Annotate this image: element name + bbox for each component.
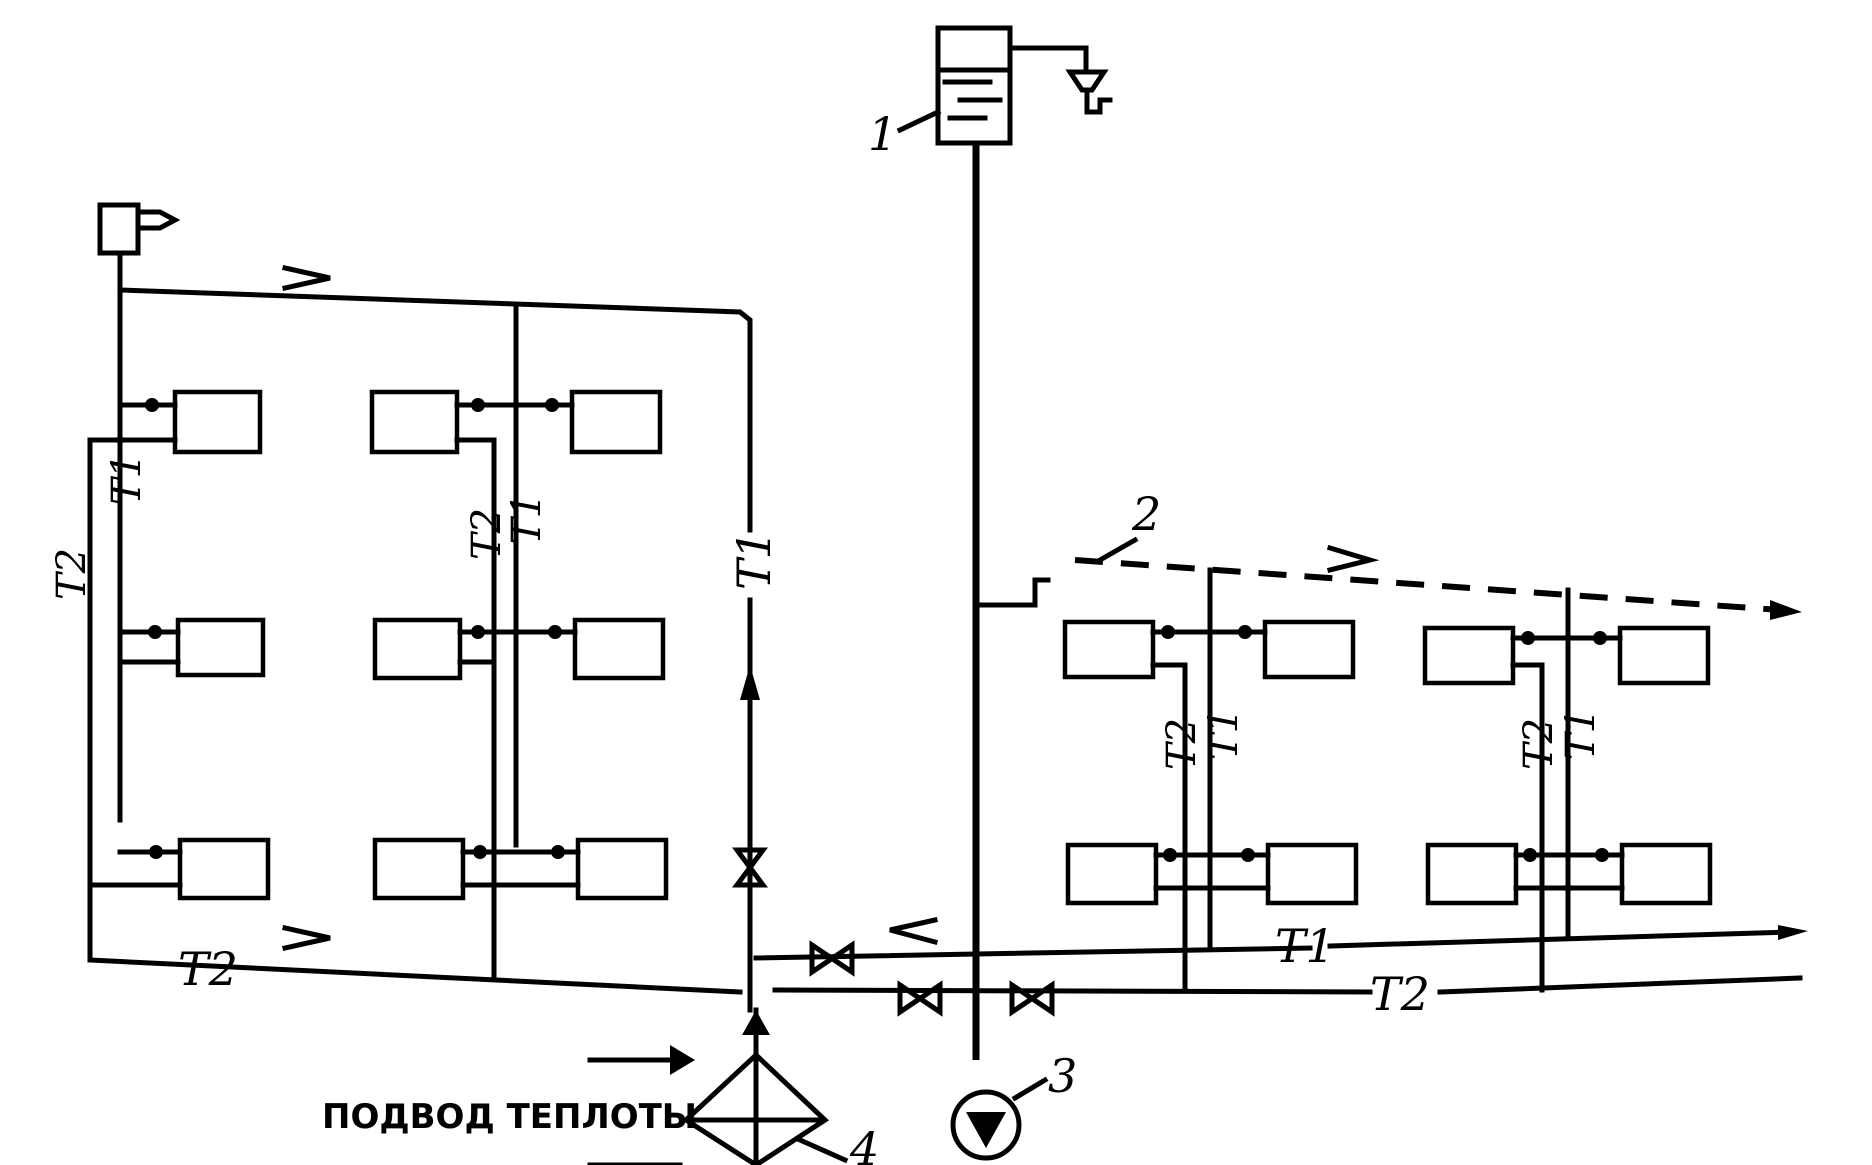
- right-riser-a-return-label: T2: [1159, 718, 1205, 770]
- radiator-icon: [1065, 842, 1159, 906]
- circulation-pump: [950, 1089, 1022, 1161]
- right-riser-b-return-label: T2: [1516, 718, 1562, 770]
- expansion-tank: [935, 25, 1113, 146]
- callout-4: 4: [849, 1122, 879, 1165]
- gate-valve-icon: [1009, 980, 1055, 1017]
- riser-supply-center-label: T1: [727, 530, 781, 590]
- radiator-icon: [172, 389, 263, 455]
- radiator-icon: [569, 389, 663, 455]
- left-air-vent: [97, 202, 181, 256]
- right-radiators: [1062, 619, 1713, 906]
- gate-valve-icon: [897, 980, 943, 1017]
- flow-direction-icon: [282, 265, 331, 291]
- radiator-icon: [572, 617, 666, 681]
- radiator-icon: [1265, 842, 1359, 906]
- left-return-main-label: T2: [178, 942, 238, 996]
- right-return-main-label: T2: [1370, 967, 1430, 1021]
- radiator-icon: [1422, 625, 1516, 686]
- center-riser-supply-label: T1: [504, 493, 550, 545]
- right-riser-b-supply-label: T1: [1558, 708, 1604, 760]
- heat-input-caption: ПОДВОД ТЕПЛОТЫ: [322, 1097, 697, 1137]
- left-radiators: [87, 389, 271, 901]
- radiator-icon: [575, 837, 669, 901]
- callout-2: 2: [1131, 487, 1161, 541]
- right-riser-a-supply-label: T1: [1201, 708, 1247, 760]
- center-riser-return-label: T2: [464, 508, 510, 560]
- radiator-icon: [177, 837, 271, 901]
- heat-exchanger: [681, 1007, 830, 1165]
- radiator-icon: [1425, 842, 1519, 906]
- callout-3: 3: [1048, 1049, 1077, 1103]
- air-line: [1074, 557, 1781, 613]
- gate-valve-icon: [809, 940, 855, 977]
- flow-arrow-icon: [1778, 925, 1808, 940]
- radiator-icon: [372, 617, 463, 681]
- flow-arrow-icon: [1770, 600, 1802, 620]
- left-riser-supply-label: T1: [104, 453, 150, 505]
- center-radiators: [369, 389, 669, 901]
- radiator-icon: [175, 617, 266, 678]
- radiator-icon: [1619, 842, 1713, 906]
- circulation-pump-icon: [966, 1112, 1006, 1148]
- radiator-icon: [1262, 619, 1356, 680]
- right-supply-main-label: T1: [1275, 919, 1335, 973]
- radiator-icon: [369, 389, 460, 455]
- callout-1: 1: [868, 107, 897, 161]
- gate-valve-icon: [732, 847, 768, 888]
- flow-arrow-icon: [740, 665, 760, 700]
- radiator-icon: [372, 837, 466, 901]
- left-riser-return-label: T2: [49, 548, 95, 600]
- heat-in-arrow-icon: [670, 1045, 695, 1075]
- radiator-icon: [1062, 619, 1156, 680]
- overflow-funnel-icon: [1065, 69, 1113, 115]
- radiator-icon: [1617, 625, 1711, 686]
